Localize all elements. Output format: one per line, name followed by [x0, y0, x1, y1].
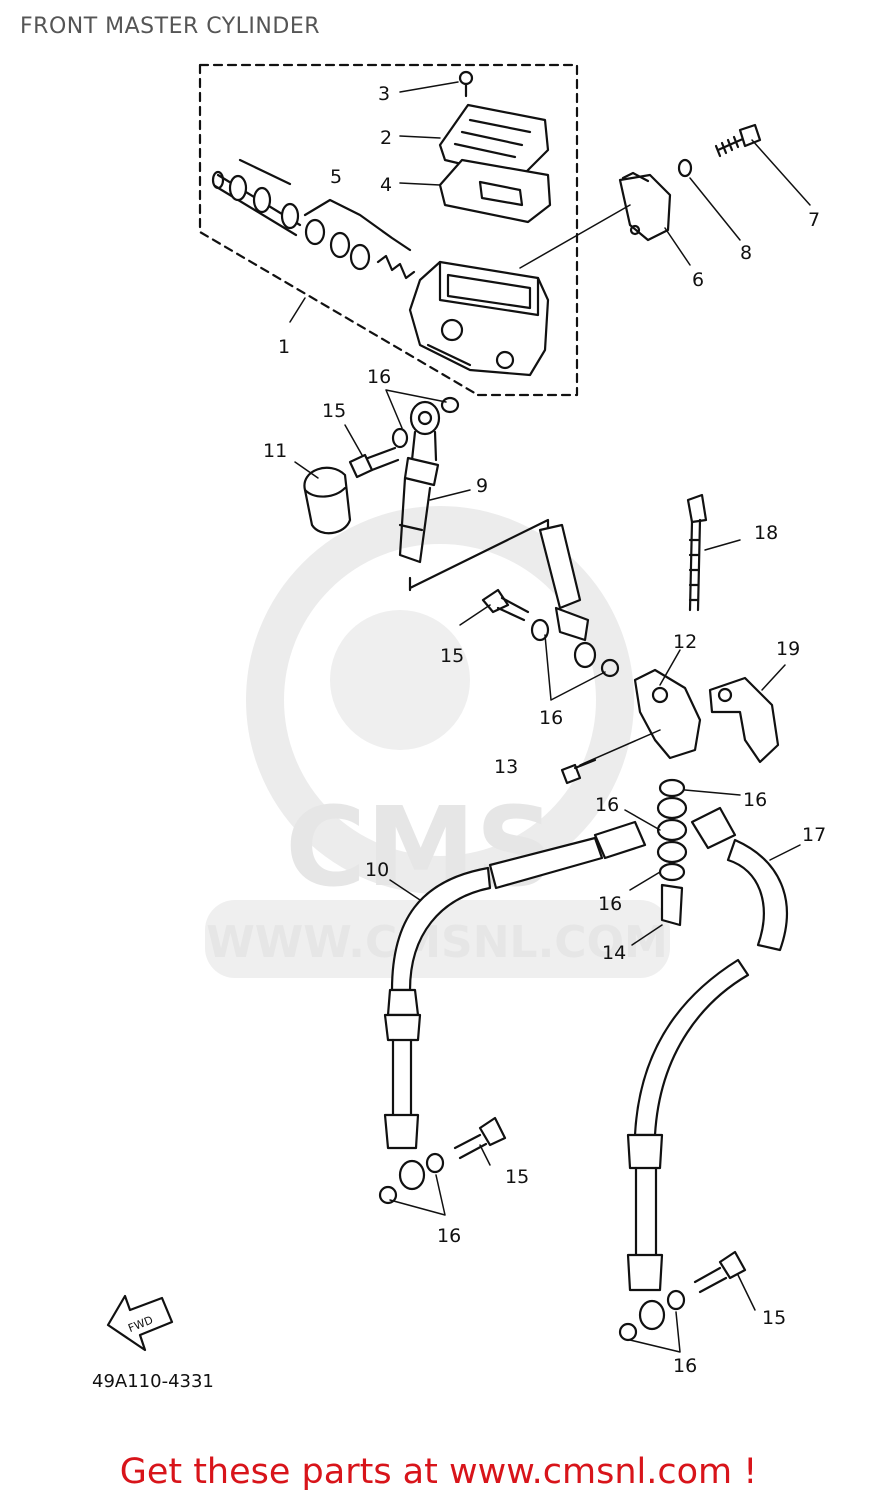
- washer-16g: [666, 1289, 686, 1311]
- union-bolt-15a: [348, 446, 400, 479]
- callout-16-top: 16: [367, 366, 391, 388]
- assembly-box: [198, 63, 579, 397]
- washer-16b: [391, 427, 409, 449]
- callout-16-c: 16: [598, 893, 622, 915]
- callout-19: 19: [776, 638, 800, 660]
- union-bolt-15d: [693, 1250, 747, 1294]
- callout-3: 3: [378, 83, 390, 105]
- bolt-13: [560, 758, 597, 785]
- piston-kit: [211, 158, 416, 280]
- washer-16h: [618, 1322, 638, 1342]
- clamp-18: [686, 493, 708, 612]
- union-bolt-15b: [481, 588, 530, 622]
- brake-hose-10: [383, 820, 647, 1191]
- diaphragm: [438, 158, 552, 224]
- cap-screw: [458, 70, 474, 98]
- callout-2: 2: [380, 127, 392, 149]
- bolt-7: [714, 123, 762, 158]
- parts-link[interactable]: Get these parts at www.cmsnl.com !: [119, 1452, 758, 1492]
- reservoir-cap: [438, 103, 550, 180]
- break-line: [408, 518, 550, 592]
- callout-6: 6: [692, 269, 704, 291]
- union-bolt-15c: [453, 1116, 507, 1160]
- callout-16-b: 16: [743, 789, 767, 811]
- callout-18: 18: [754, 522, 778, 544]
- callout-15-mid: 15: [440, 645, 464, 667]
- callout-10: 10: [365, 859, 389, 881]
- fwd-arrow-icon: [106, 1294, 174, 1352]
- washer-8: [677, 158, 693, 178]
- callout-1: 1: [278, 336, 290, 358]
- junction-stack: [656, 778, 688, 927]
- callout-15-right: 15: [762, 1307, 786, 1329]
- callout-labels: 3 2 4 5 1 6 8 7 16 15 11 9 18 15 12 19 1…: [263, 83, 826, 1377]
- leader-lines: [289, 81, 811, 1353]
- page-title: FRONT MASTER CYLINDER: [20, 14, 321, 39]
- upper-banjo-hose: [398, 400, 441, 564]
- washer-16a: [440, 396, 460, 414]
- callout-13: 13: [494, 756, 518, 778]
- watermark: CMS WWW.CMSNL.COM: [205, 506, 670, 978]
- washer-16f: [378, 1185, 398, 1205]
- callout-8: 8: [740, 242, 752, 264]
- cap-11: [303, 466, 352, 535]
- holder: [618, 171, 672, 242]
- master-cylinder-body: [408, 260, 550, 377]
- callout-17: 17: [802, 824, 826, 846]
- callout-5: 5: [330, 166, 342, 188]
- middle-hose: [538, 523, 597, 669]
- callout-12: 12: [673, 631, 697, 653]
- leader-6a: [519, 204, 631, 269]
- watermark-url: WWW.CMSNL.COM: [206, 917, 668, 968]
- callout-14: 14: [602, 942, 626, 964]
- watermark-brand: CMS: [285, 783, 554, 911]
- washer-16c: [600, 658, 620, 678]
- callout-16-a: 16: [595, 794, 619, 816]
- callout-15-left: 15: [505, 1166, 529, 1188]
- callout-15-top: 15: [322, 400, 346, 422]
- leader-13: [579, 729, 661, 766]
- callout-9: 9: [476, 475, 488, 497]
- washer-16e: [425, 1152, 445, 1174]
- washer-16d: [530, 618, 550, 642]
- callout-7: 7: [808, 209, 820, 231]
- joint-12: [633, 668, 702, 760]
- callout-16-right: 16: [673, 1355, 697, 1377]
- bracket-19: [708, 676, 780, 764]
- callout-16-mid: 16: [539, 707, 563, 729]
- callout-11: 11: [263, 440, 287, 462]
- callout-16-left: 16: [437, 1225, 461, 1247]
- brake-hose-17: [626, 806, 788, 1331]
- callout-4: 4: [380, 174, 392, 196]
- diagram-code: 49A110-4331: [92, 1371, 214, 1392]
